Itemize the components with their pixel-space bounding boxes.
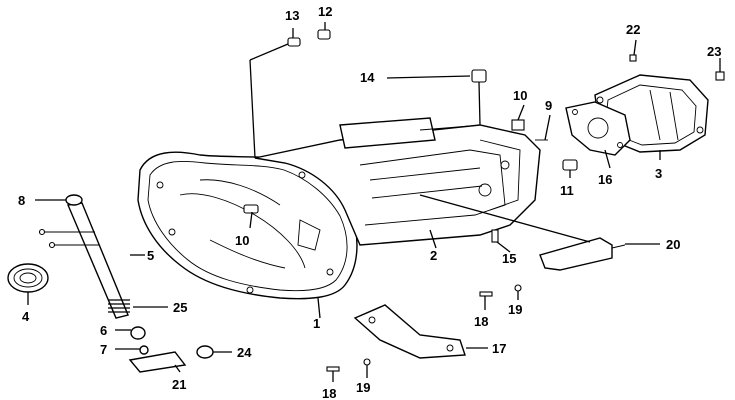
transmission-case	[254, 117, 541, 246]
callout-19-upper: 19	[508, 302, 522, 317]
callout-3: 3	[655, 166, 662, 181]
callout-labels: 1 2 3 4 5 6 7 8 9 10 10 11 12 13 14 15 1…	[18, 4, 721, 400]
callout-18-upper: 18	[474, 314, 488, 329]
callout-20: 20	[666, 237, 680, 252]
callout-16: 16	[598, 172, 612, 187]
callout-12: 12	[318, 4, 332, 19]
mounting-bracket	[353, 304, 466, 359]
release-shaft	[38, 194, 129, 319]
callout-17: 17	[492, 341, 506, 356]
callout-1: 1	[313, 316, 320, 331]
hardware	[243, 29, 725, 372]
callout-6: 6	[100, 323, 107, 338]
callout-2: 2	[430, 248, 437, 263]
clutch-housing	[137, 151, 358, 300]
leader-lines	[27, 22, 721, 382]
callout-7: 7	[100, 342, 107, 357]
callout-24: 23	[707, 44, 721, 59]
callout-4: 4	[22, 309, 30, 324]
callout-23: 24	[237, 345, 252, 360]
callout-19-lower: 19	[356, 380, 370, 395]
callout-22: 22	[626, 22, 640, 37]
lower-fork-assembly	[128, 326, 214, 373]
callout-15: 15	[502, 251, 516, 266]
callout-21: 21	[172, 377, 186, 392]
callout-14: 14	[360, 70, 375, 85]
callout-8: 8	[18, 193, 25, 208]
callout-18-lower: 18	[322, 386, 336, 400]
callout-10-bottom: 10	[235, 233, 249, 248]
callout-13: 13	[285, 8, 299, 23]
callout-9: 9	[545, 98, 552, 113]
callout-11: 11	[560, 183, 574, 198]
callout-5: 5	[147, 248, 154, 263]
callout-25: 25	[173, 300, 187, 315]
shift-cover	[539, 237, 626, 271]
spring	[108, 299, 130, 313]
gasket	[565, 101, 631, 156]
callout-10-top: 10	[513, 88, 527, 103]
release-bearing	[7, 263, 49, 293]
